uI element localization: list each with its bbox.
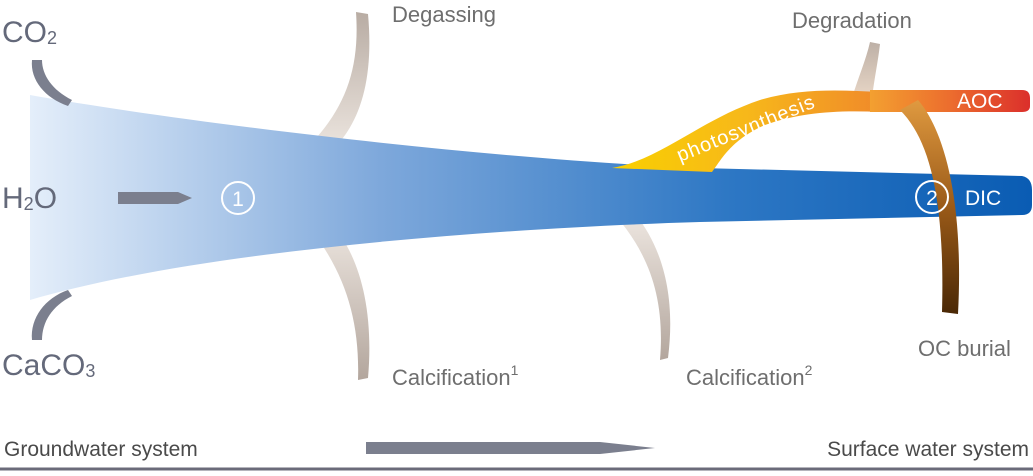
- aoc-label: AOC: [957, 90, 1003, 113]
- oc-burial-label: OC burial: [918, 336, 1011, 361]
- caco3-label: CaCO3: [2, 349, 95, 382]
- marker1-circle: [221, 181, 255, 215]
- photosynthesis-label: photosynthesis: [674, 91, 819, 167]
- calcification2-arrow: [615, 215, 671, 360]
- degassing-label: Degassing: [392, 2, 496, 27]
- degradation-label: Degradation: [792, 8, 912, 33]
- co2-input-arrow: [31, 60, 72, 106]
- marker2-label: 2: [926, 187, 938, 210]
- h2o-input-arrow: [118, 192, 192, 204]
- surface-water-system-label: Surface water system: [827, 438, 1029, 461]
- h2o-label: H2O: [2, 182, 57, 215]
- caco3-input-arrow: [31, 290, 72, 340]
- degassing-arrow: [305, 12, 370, 152]
- groundwater-system-label: Groundwater system: [4, 438, 198, 461]
- marker2-circle: [915, 180, 949, 214]
- marker1-label: 1: [232, 188, 244, 211]
- oc-burial-arrow: [900, 100, 960, 314]
- system-direction-arrow: [366, 442, 655, 454]
- calcification1-label: Calcification1: [392, 362, 519, 390]
- aoc-bar: [870, 90, 1030, 112]
- co2-label: CO2: [2, 16, 57, 49]
- photosynthesis-branch: [612, 90, 880, 172]
- calcification2-label: Calcification2: [686, 362, 813, 390]
- degradation-arrow: [852, 42, 880, 98]
- calcification1-arrow: [305, 222, 370, 380]
- water-flow-funnel: [30, 95, 1032, 300]
- dic-label: DIC: [965, 187, 1001, 210]
